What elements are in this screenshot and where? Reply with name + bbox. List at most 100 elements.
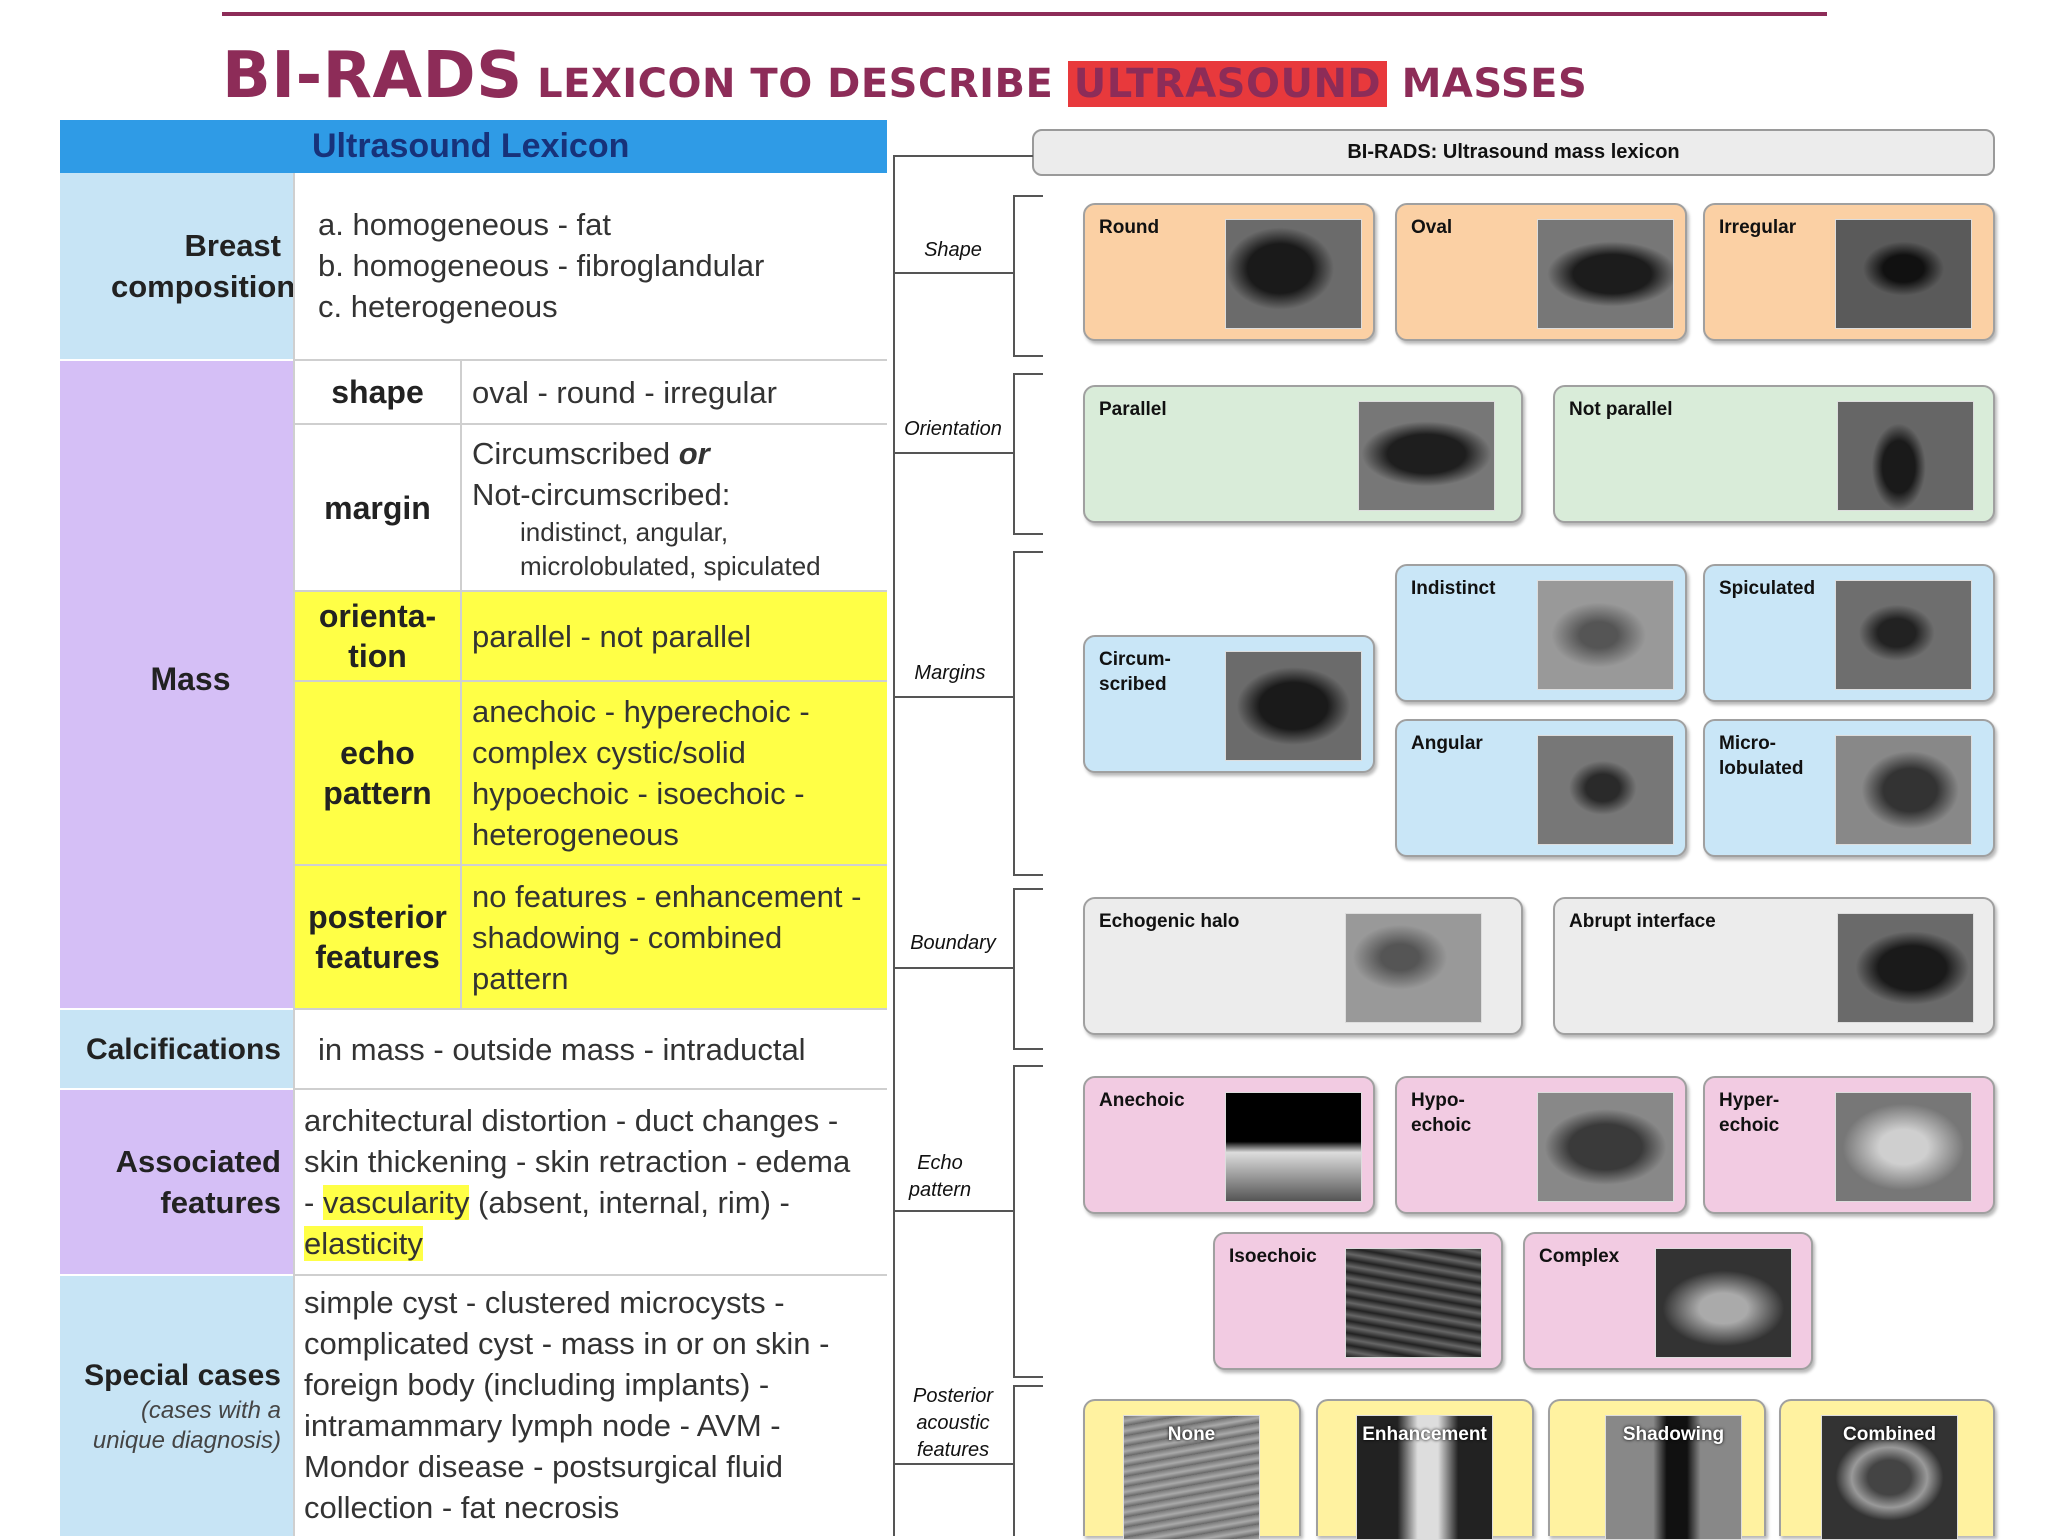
ultrasound-image: Enhancement bbox=[1356, 1415, 1493, 1540]
ultrasound-image: Combined bbox=[1821, 1415, 1958, 1540]
ultrasound-image bbox=[1835, 1092, 1972, 1202]
echo-pattern-line: heterogeneous bbox=[472, 817, 679, 852]
associated-features-value: architectural distortion - duct changes … bbox=[304, 1094, 889, 1270]
associated-dash: - bbox=[304, 1185, 315, 1220]
ultrasound-image bbox=[1345, 913, 1482, 1023]
bracket bbox=[1013, 195, 1015, 357]
divider bbox=[460, 361, 462, 1008]
bracket bbox=[1013, 533, 1043, 535]
lexicon-header-text: Ultrasound Lexicon bbox=[312, 127, 630, 165]
breast-composition-item: b. homogeneous - fibroglandular bbox=[318, 247, 765, 283]
special-line: collection - fat necrosis bbox=[304, 1490, 620, 1525]
box-complex: Complex bbox=[1523, 1232, 1813, 1370]
tree-connector bbox=[893, 1463, 1013, 1465]
breast-composition-item: a. homogeneous - fat bbox=[318, 206, 611, 242]
ultrasound-image: Shadowing bbox=[1605, 1415, 1742, 1540]
box-oval: Oval bbox=[1395, 203, 1687, 341]
special-line: complicated cyst - mass in or on skin - bbox=[304, 1326, 830, 1361]
orientation-value: parallel - not parallel bbox=[462, 592, 887, 680]
box-label: Angular bbox=[1411, 733, 1483, 754]
divider bbox=[295, 680, 887, 682]
shape-value-text: oval - round - irregular bbox=[472, 374, 777, 410]
bracket bbox=[1013, 1048, 1043, 1050]
associated-features-label: Associated features bbox=[60, 1090, 293, 1274]
box-label: None bbox=[1167, 1424, 1216, 1445]
section-shape: Shape bbox=[924, 239, 982, 261]
divider bbox=[295, 1088, 887, 1090]
divider bbox=[295, 1008, 887, 1010]
box-label: Spiculated bbox=[1719, 578, 1816, 599]
margin-subtypes-2: microlobulated, spiculated bbox=[520, 550, 821, 581]
box-irregular: Irregular bbox=[1703, 203, 1995, 341]
calcifications-value: in mass - outside mass - intraductal bbox=[318, 1010, 883, 1088]
box-round: Round bbox=[1083, 203, 1375, 341]
posterior-features-label: posterior features bbox=[295, 866, 460, 1008]
ultrasound-image: None bbox=[1123, 1415, 1260, 1540]
box-echogenic-halo: Echogenic halo bbox=[1083, 897, 1523, 1035]
posterior-features-label-text: posterior features bbox=[308, 899, 447, 975]
box-hypoechoic: Hypo-echoic bbox=[1395, 1076, 1687, 1214]
orientation-label-text: orienta-tion bbox=[318, 598, 437, 674]
special-line: intramammary lymph node - AVM - bbox=[304, 1408, 781, 1443]
box-spiculated: Spiculated bbox=[1703, 564, 1995, 702]
ultrasound-image bbox=[1837, 401, 1974, 511]
divider bbox=[295, 359, 887, 361]
box-label: Complex bbox=[1539, 1246, 1620, 1267]
title-rule bbox=[222, 12, 1827, 16]
special-line: foreign body (including implants) - bbox=[304, 1367, 770, 1402]
associated-line: skin thickening - skin retraction - edem… bbox=[304, 1144, 851, 1179]
special-cases-value: simple cyst - clustered microcysts - com… bbox=[304, 1282, 889, 1532]
box-label: Round bbox=[1099, 217, 1160, 238]
echo-pattern-value: anechoic - hyperechoic - complex cystic/… bbox=[462, 682, 887, 864]
calcifications-label: Calcifications bbox=[60, 1010, 293, 1088]
box-label: Anechoic bbox=[1099, 1090, 1185, 1111]
breast-composition-text: Breast composition bbox=[111, 228, 296, 304]
mass-label: Mass bbox=[60, 361, 293, 1008]
margin-subtypes-1: indistinct, angular, bbox=[520, 516, 729, 547]
ultrasound-image bbox=[1537, 219, 1674, 329]
bracket bbox=[1013, 195, 1043, 197]
bracket bbox=[1013, 1385, 1043, 1387]
associated-vascularity: vascularity bbox=[322, 1185, 470, 1220]
section-orientation: Orientation bbox=[904, 418, 1002, 440]
shape-value: oval - round - irregular bbox=[472, 361, 882, 423]
title-part-birads: BI-RADS bbox=[222, 39, 523, 113]
ultrasound-image bbox=[1837, 913, 1974, 1023]
box-label: Abrupt interface bbox=[1569, 911, 1716, 932]
margin-or: or bbox=[678, 435, 710, 471]
ultrasound-image bbox=[1225, 219, 1362, 329]
box-angular: Angular bbox=[1395, 719, 1687, 857]
box-label: Micro-lobulated bbox=[1719, 733, 1804, 779]
bracket bbox=[1013, 1065, 1015, 1378]
breast-composition-item: c. heterogeneous bbox=[318, 288, 558, 324]
bracket bbox=[1013, 355, 1043, 357]
associated-line: architectural distortion - duct changes … bbox=[304, 1103, 839, 1138]
associated-features-text: Associated features bbox=[115, 1144, 281, 1220]
box-not-parallel: Not parallel bbox=[1553, 385, 1995, 523]
box-isoechoic: Isoechoic bbox=[1213, 1232, 1503, 1370]
box-label: Isoechoic bbox=[1229, 1246, 1317, 1267]
box-abrupt-interface: Abrupt interface bbox=[1553, 897, 1995, 1035]
tree-connector bbox=[893, 155, 1033, 157]
diagram-header: BI-RADS: Ultrasound mass lexicon bbox=[1032, 129, 1995, 176]
box-circumscribed: Circum-scribed bbox=[1083, 635, 1375, 773]
ultrasound-image bbox=[1537, 735, 1674, 845]
echo-pattern-label-text: echo pattern bbox=[323, 735, 432, 811]
ultrasound-image bbox=[1655, 1248, 1792, 1358]
breast-composition-list: a. homogeneous - fat b. homogeneous - fi… bbox=[318, 200, 878, 330]
ultrasound-image bbox=[1835, 580, 1972, 690]
section-boundary: Boundary bbox=[910, 932, 996, 954]
margin-circumscribed: Circumscribed bbox=[472, 435, 671, 471]
calcifications-text: Calcifications bbox=[85, 1032, 281, 1066]
echo-pattern-line: hypoechoic - isoechoic - bbox=[472, 776, 805, 811]
divider bbox=[293, 173, 295, 1536]
box-label: Enhancement bbox=[1362, 1424, 1487, 1445]
title-part-lexicon: LEXICON TO DESCRIBE bbox=[537, 61, 1054, 107]
orientation-value-text: parallel - not parallel bbox=[472, 618, 752, 654]
box-microlobulated: Micro-lobulated bbox=[1703, 719, 1995, 857]
box-hyperechoic: Hyper-echoic bbox=[1703, 1076, 1995, 1214]
box-label: Hyper-echoic bbox=[1719, 1090, 1780, 1136]
echo-pattern-label: echo pattern bbox=[295, 682, 460, 864]
box-label: Circum-scribed bbox=[1099, 649, 1171, 695]
ultrasound-image bbox=[1225, 1092, 1362, 1202]
